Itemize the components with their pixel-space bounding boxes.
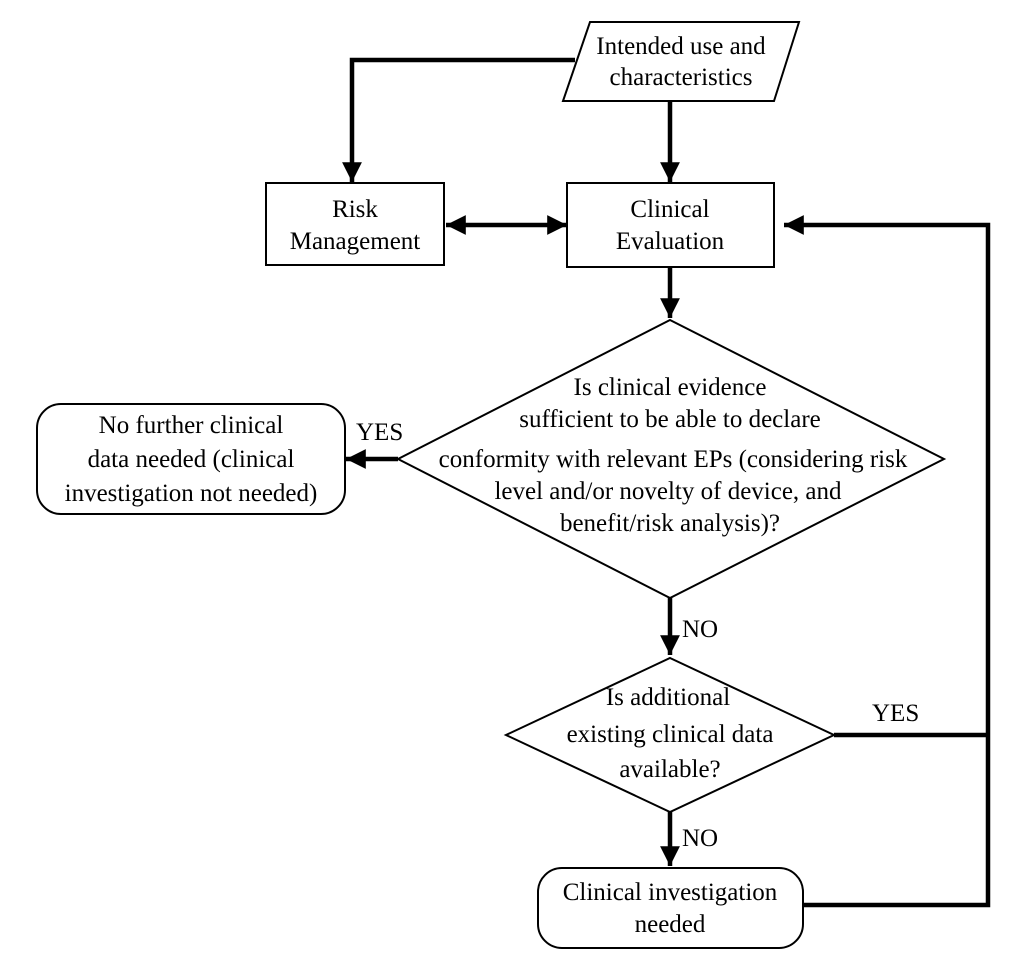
node-no-further-data-line: data needed (clinical: [88, 446, 295, 473]
node-intended-use: Intended use and characteristics: [561, 21, 801, 102]
node-clinical-evaluation: Clinical Evaluation: [566, 182, 775, 268]
edge-label-additional-no: NO: [682, 825, 718, 852]
edge-label-additional-yes: YES: [872, 700, 919, 727]
node-clinical-evaluation-line: Clinical: [630, 196, 709, 223]
edge-label-evidence-no: NO: [682, 616, 718, 643]
edge-label-evidence-yes: YES: [356, 419, 403, 446]
node-clinical-investigation-line: Clinical investigation: [563, 879, 778, 906]
node-evidence-decision: Is clinical evidence sufficient to be ab…: [395, 318, 947, 600]
node-intended-use-line: characteristics: [610, 64, 753, 91]
node-intended-use-line: Intended use and: [596, 33, 766, 60]
node-risk-management-line: Risk: [332, 196, 378, 223]
node-additional-data-decision-line: available?: [619, 756, 720, 783]
node-evidence-decision-line: conformity with relevant EPs (considerin…: [439, 446, 908, 473]
node-evidence-decision-line: level and/or novelty of device, and: [494, 478, 842, 505]
node-clinical-investigation-line: needed: [635, 911, 706, 938]
node-additional-data-decision-line: Is additional: [606, 684, 730, 711]
node-evidence-decision-line: benefit/risk analysis)?: [560, 510, 780, 537]
connector-investigation-loop: [784, 215, 991, 908]
node-additional-data-decision-line: existing clinical data: [567, 721, 774, 748]
node-clinical-evaluation-line: Evaluation: [616, 228, 725, 255]
node-no-further-data-line: No further clinical: [99, 412, 284, 439]
node-risk-management-line: Management: [290, 228, 421, 255]
node-additional-data-decision: Is additional existing clinical data ava…: [503, 656, 837, 814]
connectors: [342, 57, 991, 908]
node-clinical-investigation: Clinical investigation needed: [537, 867, 804, 949]
connector-intended-to-risk: [342, 57, 575, 182]
node-risk-management: Risk Management: [265, 182, 445, 266]
node-evidence-decision-line: Is clinical evidence: [574, 374, 767, 401]
node-no-further-data-line: investigation not needed): [65, 480, 318, 507]
node-evidence-decision-line: sufficient to be able to declare: [519, 406, 821, 433]
node-no-further-data: No further clinical data needed (clinica…: [36, 403, 346, 515]
